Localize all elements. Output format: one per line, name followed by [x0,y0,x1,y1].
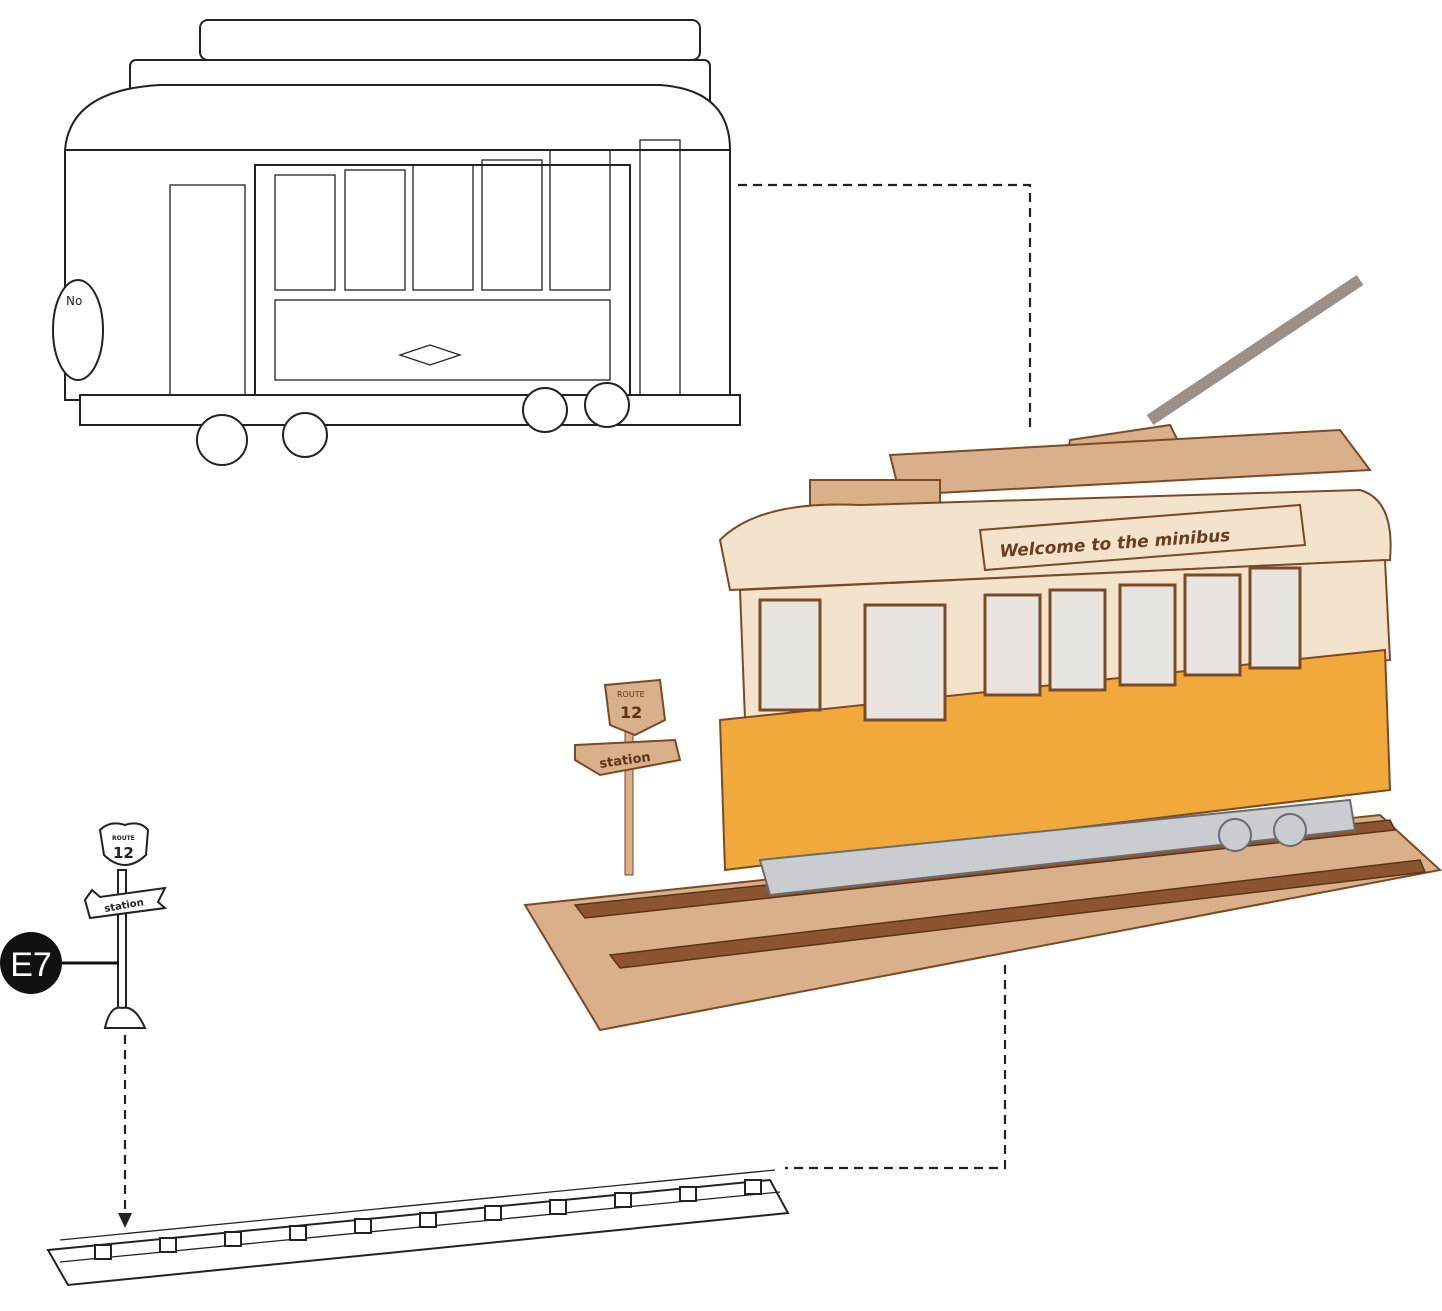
connector-tram-to-model [738,183,1032,430]
tram-line-drawing: No [52,19,741,466]
stop-sign-model: ROUTE 12 station [574,678,682,876]
stop-sign-part-number: 12 [113,844,134,862]
trolley-pole [1146,275,1364,425]
tram-assembled-model: Welcome to the minibus [523,275,1442,1032]
arrow-down-icon [118,1213,132,1228]
callout-badge-e7: E7 [0,932,62,994]
connector-model-to-track [785,965,1007,1170]
tram-chassis [758,798,1357,897]
stop-sign-model-station: station [598,750,651,772]
tram-plate [52,279,104,381]
stop-sign-model-route: ROUTE [617,690,645,699]
tram-welcome-sign [978,503,1307,572]
stop-sign-model-number: 12 [620,703,642,722]
stop-sign-part-route: ROUTE [112,835,135,842]
stop-sign-part-drawing: ROUTE 12 station [62,822,168,1029]
tram-plate-text: No [66,294,82,308]
connector-lines [118,183,1032,1228]
track-part-drawing [46,1169,790,1287]
callout-label: E7 [10,946,52,984]
